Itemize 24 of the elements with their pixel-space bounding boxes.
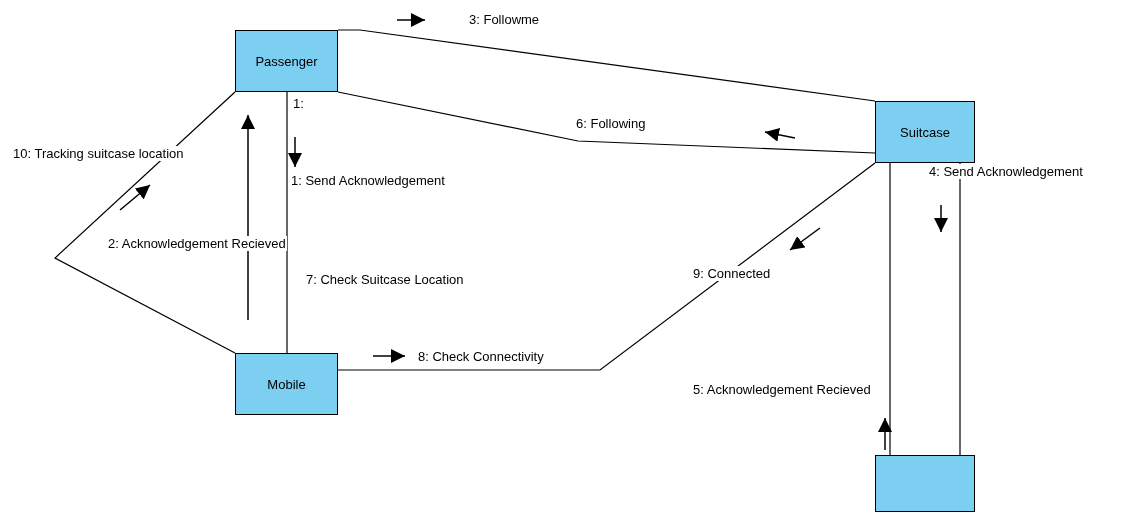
message-label: 10: Tracking suitcase location (12, 146, 185, 161)
message-label: 6: Following (575, 116, 647, 131)
message-label: 3: Followme (468, 12, 541, 27)
message-label: 7: Check Suitcase Location (305, 272, 465, 287)
object-box (875, 101, 975, 163)
link-line (337, 162, 876, 371)
object-name: Mobile (267, 376, 306, 392)
object-box (235, 30, 338, 92)
message-label: 1: (292, 96, 305, 111)
message-label: 8: Check Connectivity (417, 349, 545, 364)
link-line (53, 91, 236, 354)
object-box (875, 455, 975, 512)
link-line (337, 29, 876, 102)
link-line (286, 91, 288, 354)
message-label: 9: Connected (692, 266, 772, 281)
object-name: Passenger (255, 53, 318, 69)
message-label: 2: Acknowledgement Recieved (107, 236, 287, 251)
message-label: 4: Send Acknowledgement (928, 164, 1084, 179)
link-line (889, 162, 891, 456)
object-name: Suitcase (900, 124, 950, 140)
message-label: 1: Send Acknowledgement (290, 173, 446, 188)
link-line (337, 91, 876, 154)
object-box (235, 353, 338, 415)
message-label: 5: Acknowledgement Recieved (692, 382, 872, 397)
